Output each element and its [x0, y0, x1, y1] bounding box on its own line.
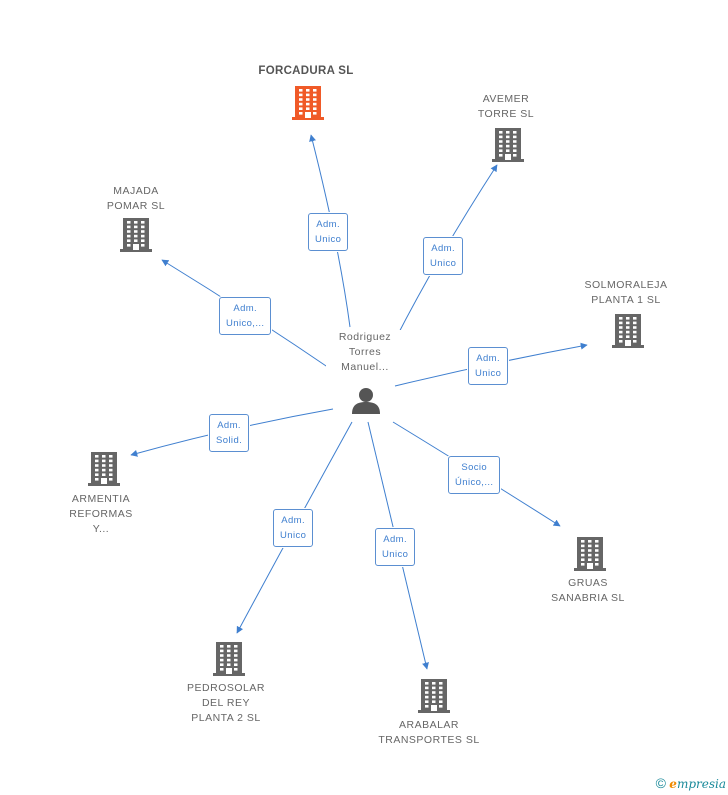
company-name-pedrosolar[interactable]: PEDROSOLAR DEL REY PLANTA 2 SL	[187, 682, 265, 724]
relation-label-solmoraleja[interactable]: Adm. Unico	[468, 347, 509, 385]
relation-label-forcadura[interactable]: Adm. Unico	[308, 213, 349, 251]
company-name-arabalar[interactable]: ARABALAR TRANSPORTES SL	[378, 719, 480, 746]
building-icon[interactable]	[418, 679, 450, 718]
company-name-gruas[interactable]: GRUAS SANABRIA SL	[551, 577, 625, 604]
company-name-forcadura[interactable]: FORCADURA SL	[258, 65, 354, 77]
company-name-avemer[interactable]: AVEMER TORRE SL	[477, 93, 535, 120]
building-icon[interactable]	[292, 86, 324, 125]
center-person-name[interactable]: Rodriguez Torres Manuel...	[326, 330, 404, 375]
company-name-majada[interactable]: MAJADA POMAR SL	[106, 185, 166, 212]
relation-label-gruas[interactable]: Socio Único,...	[448, 456, 501, 494]
brand-logo-letter: e	[669, 777, 677, 791]
building-icon[interactable]	[213, 642, 245, 681]
footer-brand: © empresia	[656, 775, 726, 791]
relation-label-avemer[interactable]: Adm. Unico	[423, 237, 464, 275]
company-name-armentia[interactable]: ARMENTIA REFORMAS Y...	[69, 493, 133, 535]
relation-label-armentia[interactable]: Adm. Solid.	[209, 414, 250, 452]
copyright-icon: ©	[655, 775, 666, 791]
relation-label-arabalar[interactable]: Adm. Unico	[375, 528, 416, 566]
building-icon[interactable]	[88, 452, 120, 491]
person-icon[interactable]	[351, 387, 381, 420]
brand-logo-text: mpresia	[676, 777, 726, 791]
company-name-solmoraleja[interactable]: SOLMORALEJA PLANTA 1 SL	[584, 279, 668, 306]
building-icon[interactable]	[492, 128, 524, 167]
building-icon[interactable]	[120, 218, 152, 257]
building-icon[interactable]	[612, 314, 644, 353]
building-icon[interactable]	[574, 537, 606, 576]
relation-label-pedrosolar[interactable]: Adm. Unico	[273, 509, 314, 547]
relation-label-majada[interactable]: Adm. Unico,...	[219, 297, 272, 335]
